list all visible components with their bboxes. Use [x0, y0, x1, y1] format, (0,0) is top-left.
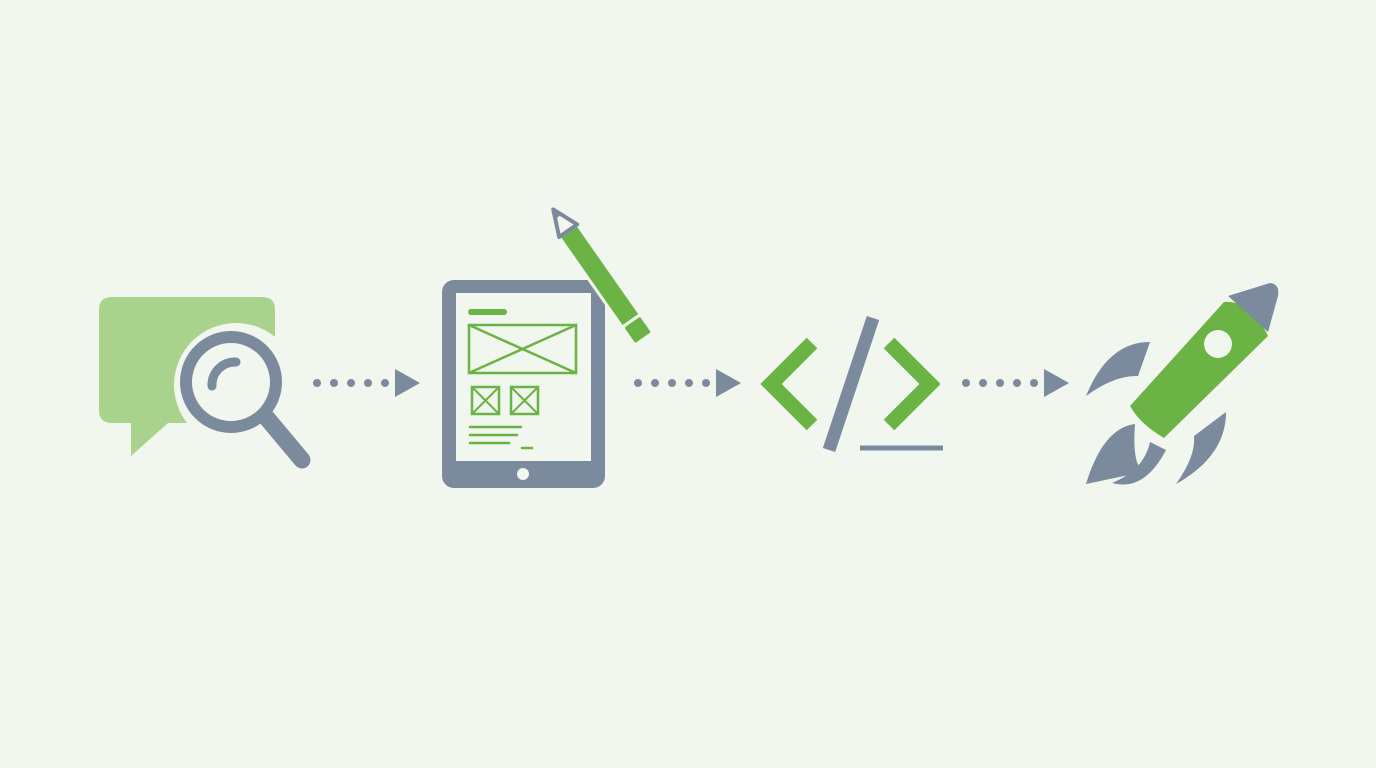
dotted-arrow-icon: [634, 369, 741, 397]
tablet-home-button: [517, 468, 529, 480]
wireframe-sketch: [467, 309, 578, 450]
rocket-body: [1130, 301, 1268, 438]
dotted-arrow-icon: [962, 369, 1069, 397]
right-angle-bracket: [883, 337, 941, 431]
slash-mark: [822, 315, 880, 453]
tablet-wireframe-icon: [442, 207, 654, 488]
rocket-nose: [1228, 283, 1279, 332]
left-angle-bracket: [760, 337, 818, 431]
dotted-arrow-icon: [313, 369, 420, 397]
chat-search-icon: [99, 297, 311, 469]
rocket-icon: [1086, 283, 1279, 485]
magnifier-ring: [180, 331, 282, 433]
magnifier-glint: [207, 357, 241, 391]
rocket-left-fin: [1086, 342, 1150, 396]
tablet-screen: [456, 293, 591, 461]
rocket-flame-left: [1086, 424, 1143, 484]
rocket-window: [1204, 330, 1232, 358]
pencil-icon: [551, 207, 654, 346]
code-icon: [760, 315, 943, 453]
magnifier-handle: [257, 408, 311, 469]
rocket-right-fin: [1176, 412, 1226, 484]
rocket-flame-right: [1112, 442, 1166, 485]
